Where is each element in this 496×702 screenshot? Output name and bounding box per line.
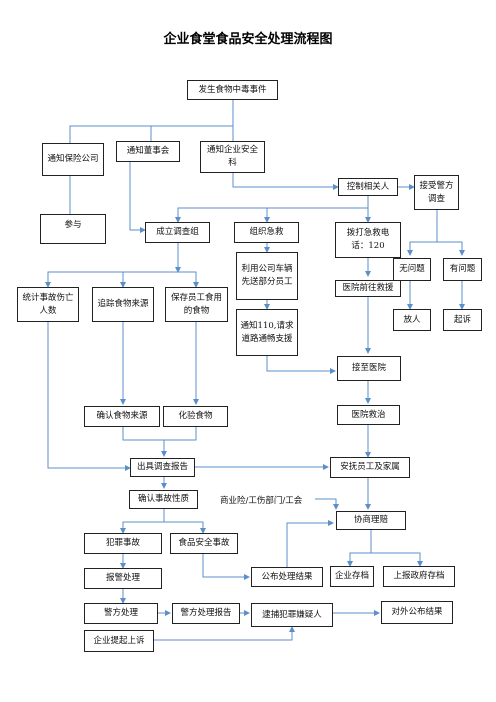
node-notify-board: 通知董事会 [116,141,180,162]
node-confirm-accident-nature: 确认事故性质 [129,490,198,509]
node-arrive-hospital: 接至医院 [337,356,401,381]
node-company-appeal: 企业提起上诉 [84,630,154,652]
node-hospital-dispatch: 医院前往救援 [335,280,401,297]
node-organize-rescue: 组织急救 [234,222,299,243]
node-company-archive: 企业存档 [330,566,374,587]
node-preserve-food: 保存员工食用的食物 [165,287,228,322]
node-criminal-case: 犯罪事故 [84,533,162,554]
node-hospital-treatment: 医院救治 [337,405,400,425]
node-has-problem: 有问题 [443,258,482,281]
node-arrest-suspect: 逮捕犯罪嫌疑人 [251,603,333,627]
node-issue-investigation-report: 出具调查报告 [130,458,195,477]
node-company-vehicle: 利用公司车辆先送部分员工 [236,252,298,300]
node-call-120: 拨打急救电话：120 [335,222,401,258]
node-notify-safety-dept: 通知企业安全科 [200,141,265,173]
flowchart-title: 企业食堂食品安全处理流程图 [163,32,333,47]
node-notify-insurance: 通知保险公司 [42,143,104,176]
node-no-problem: 无问题 [393,258,431,281]
node-report-government-archive: 上报政府存档 [383,566,455,587]
node-police-report: 警方处理报告 [172,603,240,624]
node-police-handling: 警方处理 [84,603,158,624]
node-comfort-employees-families: 安抚员工及家属 [330,457,410,478]
node-form-investigation-group: 成立调查组 [145,222,210,243]
node-count-casualties: 统计事故伤亡人数 [17,287,79,322]
node-negotiate-claims: 协商理赔 [336,511,406,530]
node-publish-result: 公布处理结果 [251,567,323,587]
node-test-food: 化验食物 [163,406,228,427]
label-insurers: 商业险/工伤部门/工会 [220,496,303,506]
node-accept-police-investigation: 接受警方调查 [414,175,459,210]
node-report-to-police: 报警处理 [84,568,162,589]
node-trace-food-source: 追踪食物来源 [92,287,154,322]
node-participate: 参与 [40,214,106,244]
node-prosecute: 起诉 [443,309,482,331]
node-food-poisoning-event: 发生食物中毒事件 [187,80,278,100]
node-control-related-people: 控制相关人 [338,178,398,196]
node-confirm-food-source: 确认食物来源 [84,406,160,427]
node-public-announcement: 对外公布结果 [381,601,453,624]
node-notify-110: 通知110,请求道路通畅支援 [236,309,298,356]
node-food-safety-case: 食品安全事故 [170,533,238,554]
node-release: 放人 [393,309,431,331]
